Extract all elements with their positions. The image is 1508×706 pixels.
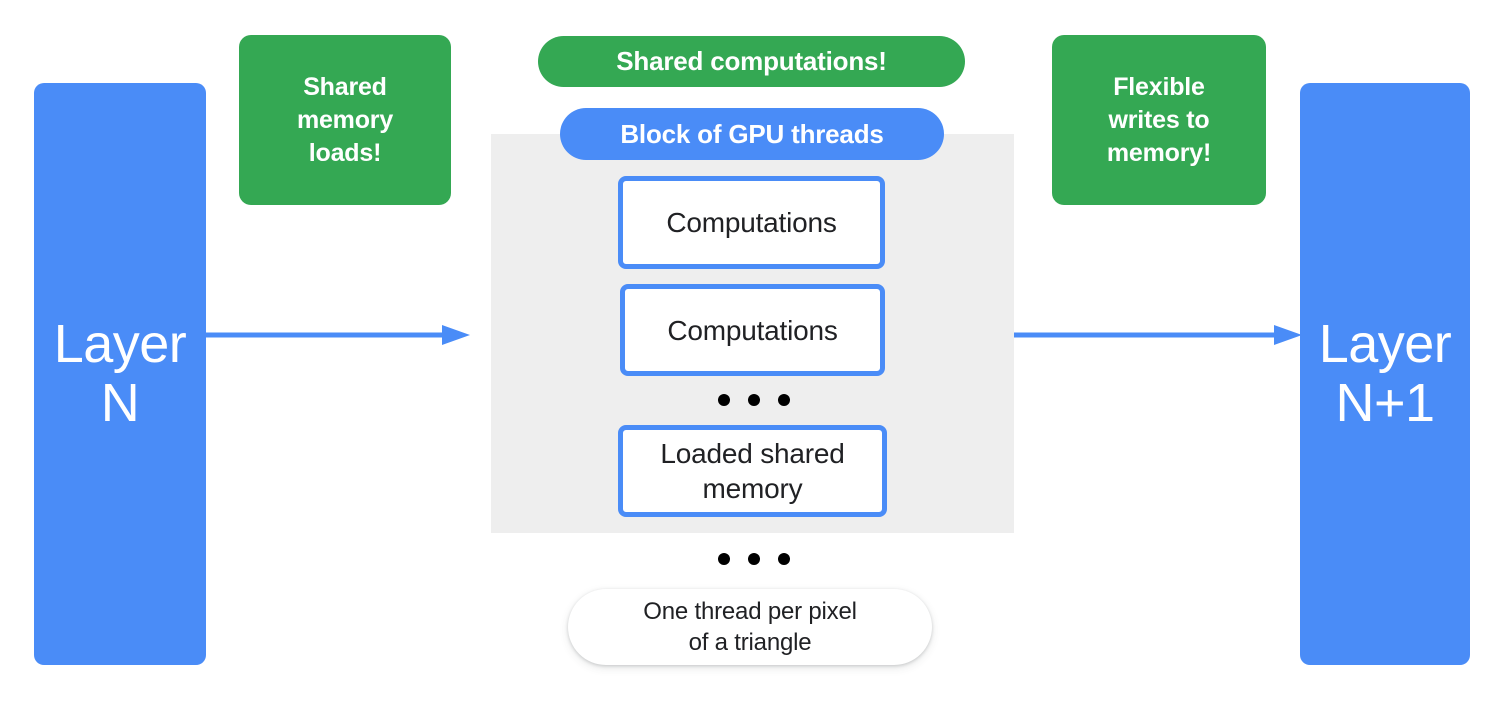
thread-box-computations-1: Computations [618, 176, 885, 269]
thread-box-computations-2: Computations [620, 284, 885, 376]
arrow-right-icon [206, 325, 470, 345]
pill-shared-computations: Shared computations! [538, 36, 965, 87]
ellipsis-dot [718, 553, 730, 565]
arrow-layer-n-to-block [206, 322, 470, 348]
layer-n-plus-1-block: Layer N+1 [1300, 83, 1470, 665]
thread-box-loaded-shared-memory: Loaded shared memory [618, 425, 887, 517]
ellipsis-dot [718, 394, 730, 406]
arrow-block-to-layer-n-plus-1 [1014, 322, 1302, 348]
note-one-thread-per-pixel: One thread per pixel of a triangle [568, 589, 932, 665]
ellipsis-dot [778, 394, 790, 406]
layer-n-block: Layer N [34, 83, 206, 665]
arrow-right-icon [1014, 325, 1302, 345]
ellipsis-inside-block [718, 394, 790, 406]
ellipsis-below-block [718, 553, 790, 565]
callout-flexible-writes-to-memory: Flexible writes to memory! [1052, 35, 1266, 205]
pill-block-of-gpu-threads: Block of GPU threads [560, 108, 944, 160]
callout-shared-memory-loads: Shared memory loads! [239, 35, 451, 205]
ellipsis-dot [748, 394, 760, 406]
ellipsis-dot [778, 553, 790, 565]
ellipsis-dot [748, 553, 760, 565]
